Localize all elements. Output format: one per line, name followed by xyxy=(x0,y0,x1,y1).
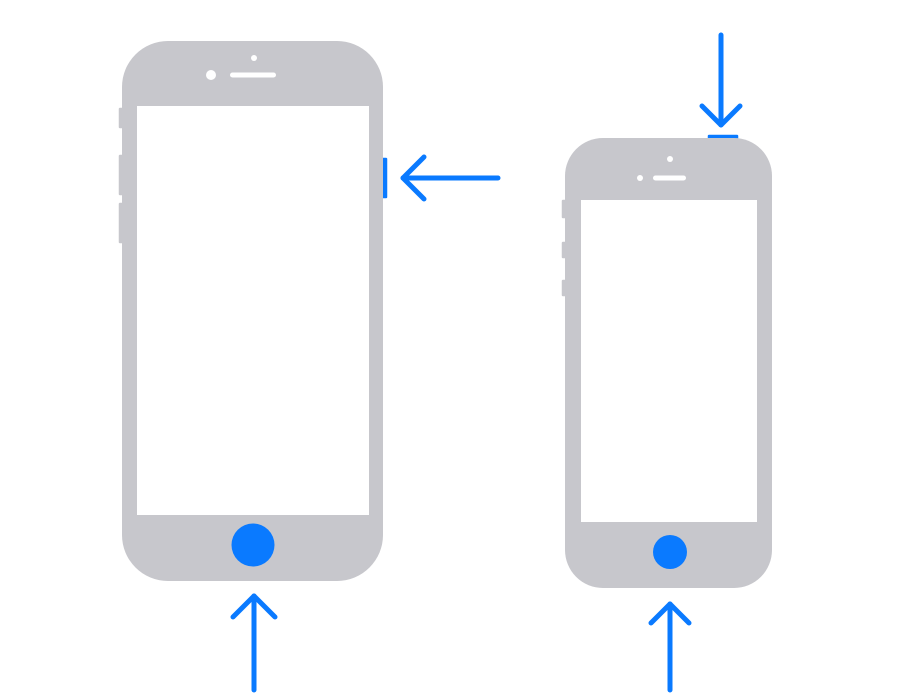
speaker-grille xyxy=(653,175,686,181)
home-button xyxy=(231,523,275,567)
camera-dot xyxy=(251,55,257,61)
small-phone xyxy=(560,133,772,588)
phone-screen xyxy=(137,106,369,515)
speaker-grille xyxy=(230,72,276,78)
phone-screen xyxy=(581,200,757,522)
sensor-dot xyxy=(637,175,643,181)
large-phone xyxy=(117,41,389,581)
sensor-dot xyxy=(206,70,216,80)
arrow-up-icon xyxy=(230,593,278,693)
arrow-down-icon xyxy=(699,32,743,128)
arrow-left-icon xyxy=(400,154,501,202)
home-button xyxy=(653,535,687,569)
camera-dot xyxy=(667,156,673,162)
arrow-up-icon xyxy=(648,601,692,693)
